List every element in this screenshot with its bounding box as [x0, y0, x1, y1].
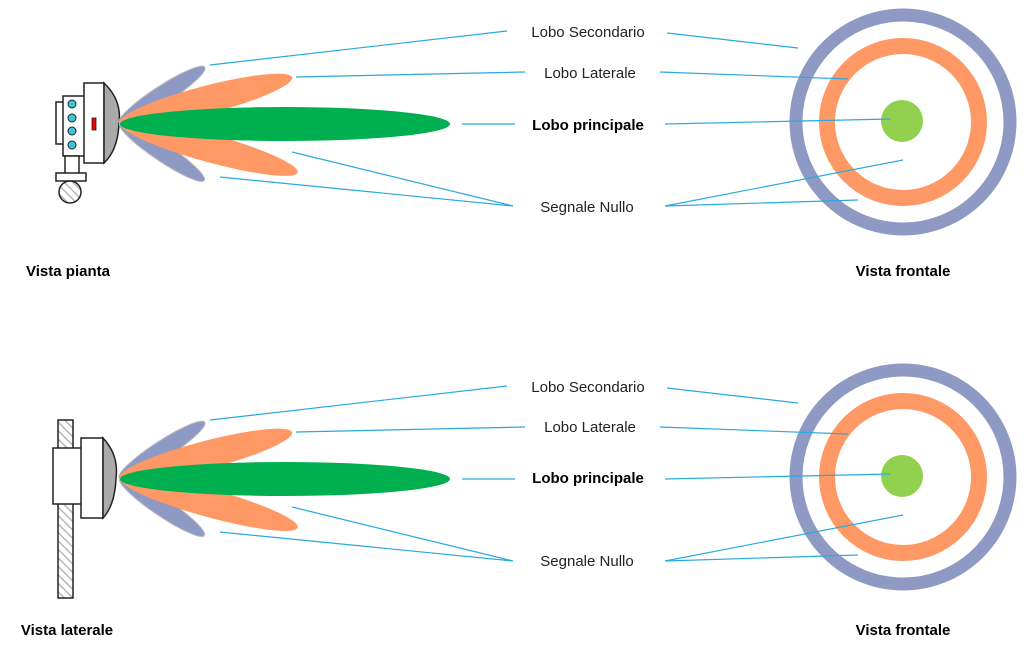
caption-front-view: Vista frontale [856, 263, 951, 280]
label-null-signal: Segnale Nullo [540, 199, 633, 216]
leader-lines [209, 30, 904, 207]
label-lateral-lobe: Lobo Laterale [544, 419, 636, 436]
radiation-lobes [118, 420, 450, 537]
top-section: Lobo Secondario Lobo Laterale Lobo princ… [26, 8, 1017, 280]
front-view-rings [789, 363, 1017, 591]
caption-side-view: Vista laterale [21, 622, 113, 639]
main-lobe [120, 107, 450, 141]
caption-front-view: Vista frontale [856, 622, 951, 639]
sensor-side-view-icon [52, 419, 118, 599]
sensor-plan-view-icon [55, 81, 121, 204]
label-main-lobe: Lobo principale [532, 117, 644, 134]
main-lobe [120, 462, 450, 496]
caption-plan-view: Vista pianta [26, 263, 111, 280]
label-secondary-lobe: Lobo Secondario [531, 379, 644, 396]
label-null-signal: Segnale Nullo [540, 553, 633, 570]
leader-lines [209, 385, 904, 562]
bottom-section: Lobo Secondario Lobo Laterale Lobo princ… [21, 363, 1017, 639]
radiation-lobes [118, 65, 450, 182]
label-lateral-lobe: Lobo Laterale [544, 65, 636, 82]
label-main-lobe: Lobo principale [532, 470, 644, 487]
label-secondary-lobe: Lobo Secondario [531, 24, 644, 41]
front-view-rings [789, 8, 1017, 236]
